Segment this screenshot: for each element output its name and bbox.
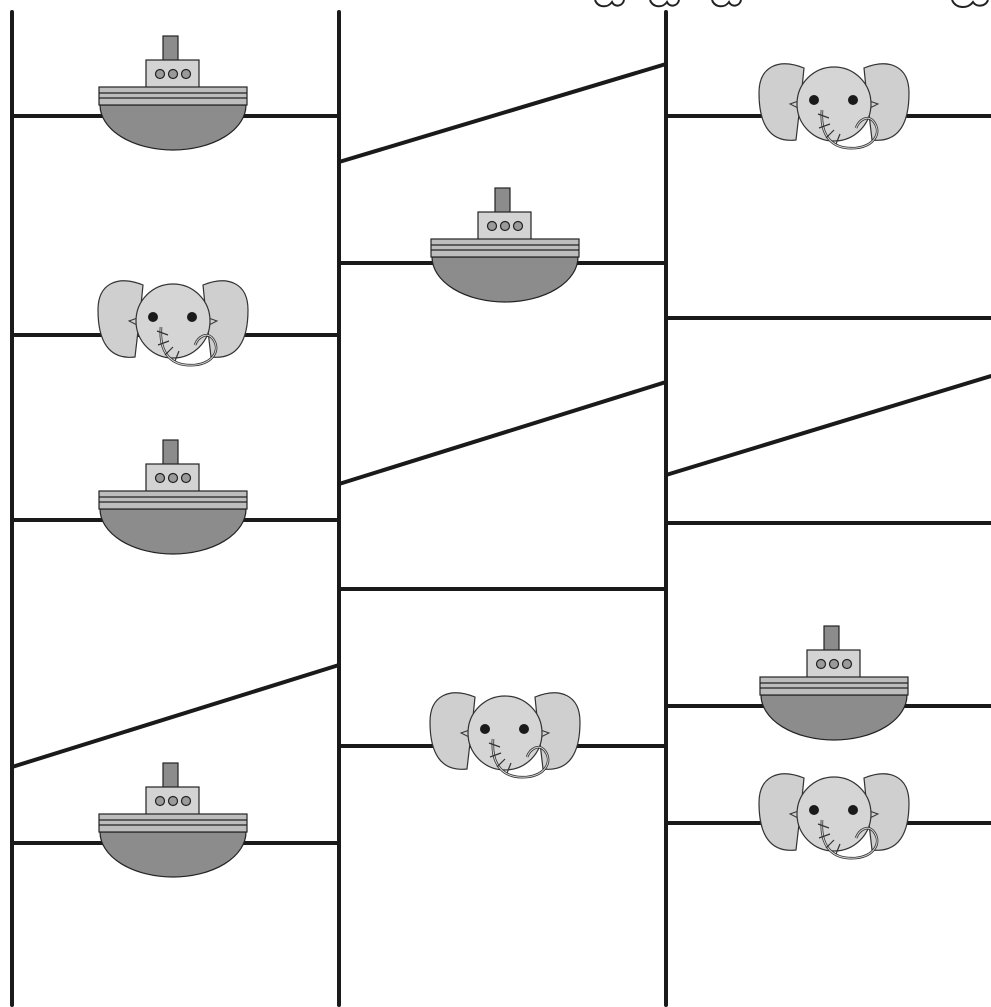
ship-icon[interactable] bbox=[98, 35, 248, 151]
ship-icon[interactable] bbox=[98, 762, 248, 878]
elephant-icon[interactable] bbox=[757, 62, 911, 150]
pieces bbox=[96, 35, 911, 878]
rung bbox=[337, 380, 668, 486]
ship-icon[interactable] bbox=[759, 625, 909, 741]
elephant-icon[interactable] bbox=[96, 279, 250, 367]
top-edge-cloud-icons bbox=[594, 0, 989, 8]
ship-icon[interactable] bbox=[98, 439, 248, 555]
rung bbox=[337, 62, 668, 164]
elephant-icon[interactable] bbox=[757, 772, 911, 860]
rung bbox=[10, 663, 341, 769]
ship-icon[interactable] bbox=[430, 187, 580, 303]
rung bbox=[664, 374, 991, 477]
elephant-icon[interactable] bbox=[428, 691, 582, 779]
